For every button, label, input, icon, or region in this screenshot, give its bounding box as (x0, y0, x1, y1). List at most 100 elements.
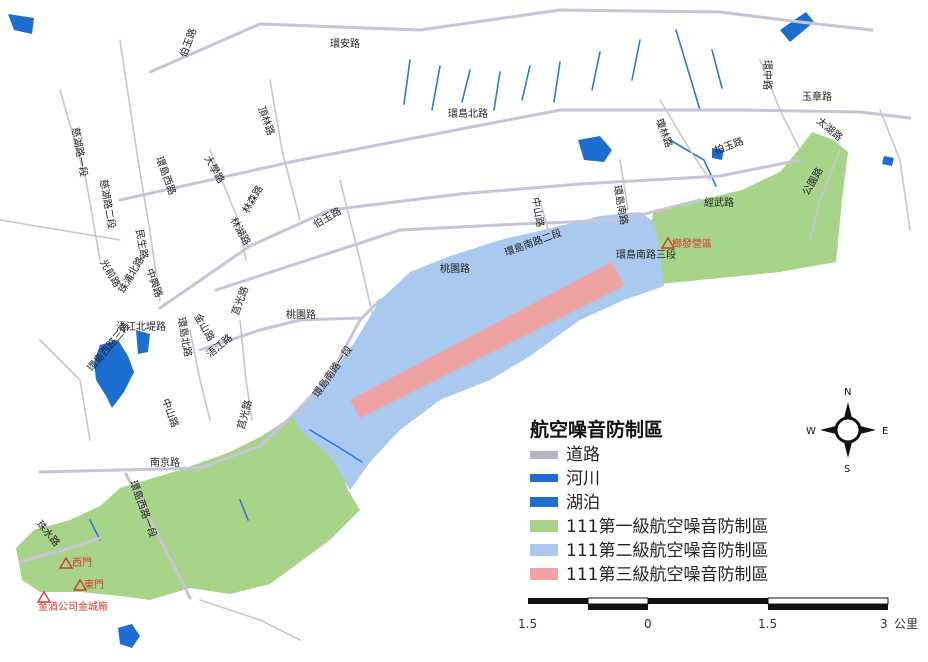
zone3-area (350, 262, 624, 418)
road-line (0, 219, 121, 241)
road-label: 玉章路 (802, 90, 832, 103)
road-line (18, 536, 102, 564)
scale-unit: 公里 (894, 617, 918, 631)
legend-title: 航空噪音防制區 (530, 418, 663, 441)
river (591, 51, 601, 91)
road-label: 浯江北堤路 (116, 320, 166, 333)
compass-e: E (882, 426, 888, 437)
compass-s: S (844, 464, 850, 475)
triangle-marker-icon (36, 590, 52, 603)
scale-label-mid: 1.5 (758, 617, 777, 631)
legend-swatch-zone1 (530, 520, 558, 532)
legend: 航空噪音防制區 道路 河川 湖泊 111第一級航空噪音防制區 111第二級航空噪… (530, 418, 768, 585)
river (521, 65, 531, 101)
compass-w: W (806, 426, 816, 437)
road-line (38, 298, 382, 474)
road-line (619, 159, 629, 211)
road-label: 慈湖路二段 (97, 178, 118, 229)
road-line (809, 149, 841, 241)
legend-label-road: 道路 (566, 445, 600, 465)
road-label: 環島南路三段 (616, 248, 676, 261)
road-label: 桃園路 (286, 308, 316, 321)
legend-label-zone2: 111第二級航空噪音防制區 (566, 541, 768, 561)
triangle-marker-icon (58, 556, 74, 569)
legend-label-zone1: 111第一級航空噪音防制區 (566, 517, 768, 537)
road-line (239, 319, 253, 421)
road-line (59, 89, 101, 261)
compass-n: N (844, 387, 851, 398)
road-label: 珠浦北路 (115, 254, 146, 295)
zone1-area (646, 132, 848, 284)
rivers (89, 29, 723, 557)
river (493, 71, 501, 111)
road-line (209, 149, 247, 261)
lake (780, 12, 814, 42)
lake (882, 156, 894, 166)
road-line (189, 329, 211, 421)
road-label: 莒光路 (229, 284, 251, 317)
river (675, 29, 701, 111)
river (239, 499, 249, 521)
lake (578, 136, 612, 162)
legend-label-river: 河川 (566, 469, 600, 489)
legend-swatch-river (530, 474, 558, 482)
scale-label-end: 3 (880, 617, 888, 631)
scale-bar: 1.5 0 1.5 3 公里 (518, 597, 918, 631)
road-label: 環中路 (761, 60, 774, 90)
poi-label-west-gate: 西門 (72, 557, 92, 569)
lake (712, 148, 724, 160)
road-line (119, 39, 161, 301)
road-line (269, 79, 301, 221)
road-line (199, 599, 301, 641)
poi-label-kinmen-distillery: 金酒公司金城廠 (38, 600, 108, 613)
river (553, 61, 561, 103)
river (461, 69, 471, 103)
road-line (339, 179, 377, 331)
zone1-areas (16, 132, 848, 600)
river (711, 49, 723, 89)
triangle-marker-icon (72, 578, 88, 591)
compass-rose-icon: N S W E (806, 387, 888, 475)
scale-label-zero: 0 (644, 617, 652, 631)
road-line (659, 99, 711, 181)
lake (136, 330, 150, 354)
road-label: 經武路 (704, 196, 734, 209)
poi-label-camp: 榔發營區 (672, 237, 712, 250)
road-label: 中山路 (159, 397, 181, 430)
road-label: 伯玉路 (177, 26, 199, 59)
pois: 西門 東門 金酒公司金城廠 榔發營區 (36, 236, 712, 613)
road-label: 民生路 (133, 228, 151, 260)
road-label: 林湖路 (227, 215, 253, 247)
road-label: 柏玉路 (713, 134, 746, 156)
scale-label-left: 1.5 (518, 617, 537, 631)
triangle-marker-icon (660, 236, 676, 249)
legend-label-lake: 湖泊 (566, 493, 600, 513)
river (309, 429, 363, 463)
road-line (759, 59, 801, 151)
road-line (198, 316, 362, 352)
road-label: 金山路 (191, 311, 217, 343)
river (631, 39, 641, 81)
road-label: 環島北路 (448, 107, 488, 120)
road-line (879, 109, 911, 231)
lake (118, 624, 140, 648)
legend-swatch-road (530, 451, 558, 459)
poi-label-east-gate: 東門 (84, 578, 104, 591)
road-line (118, 108, 912, 202)
legend-swatch-zone2 (530, 544, 558, 556)
road-line (539, 199, 549, 231)
road-line (158, 158, 802, 310)
road-line (148, 8, 874, 74)
zone1-area (16, 416, 360, 600)
road-line (124, 472, 192, 600)
river (403, 59, 411, 105)
river (431, 65, 441, 111)
road-label: 林森路 (239, 183, 265, 215)
road-label: 環安路 (330, 37, 360, 50)
road-label: 慈湖路一段 (69, 126, 90, 177)
river (89, 519, 101, 541)
legend-swatch-zone3 (530, 568, 558, 580)
road-label: 南京路 (150, 456, 180, 469)
